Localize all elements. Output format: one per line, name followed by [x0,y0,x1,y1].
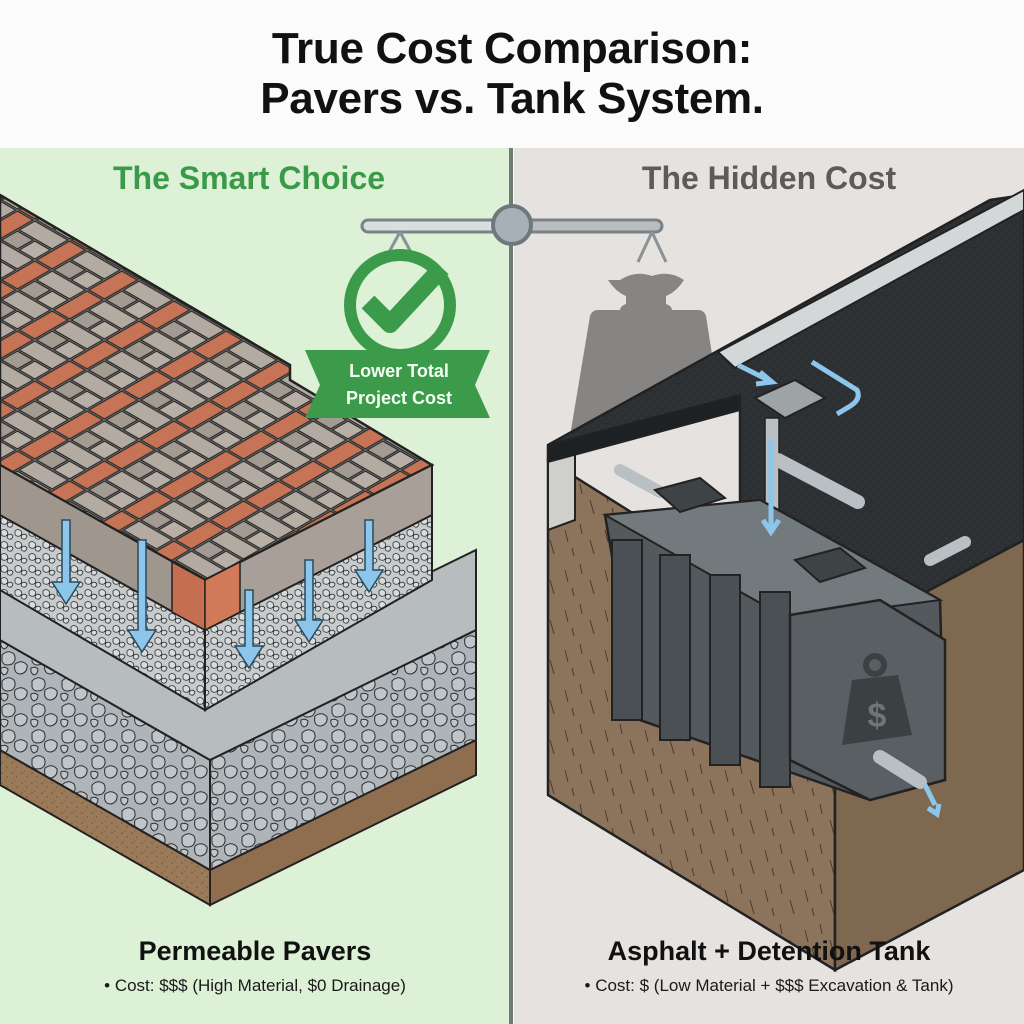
page-title-line-2: Pavers vs. Tank System. [260,74,764,123]
runoff-arrows [736,359,942,819]
panel-divider [509,148,513,1024]
right-panel-heading: The Hidden Cost [641,160,897,196]
left-footer-title: Permeable Pavers [138,936,372,966]
scale-pivot-icon [491,204,533,246]
tank-cross-section: $ [546,188,1024,973]
badge-label: Lower Total Project Cost [318,358,480,412]
storm-drain-grate-icon [752,378,828,420]
paver-cross-section [0,193,477,907]
svg-text:$: $ [868,697,887,735]
water-infiltration-arrows [50,519,385,670]
left-cost-text: Cost: $$$ (High Material, $0 Drainage) [114,976,406,995]
page-title-line-1: True Cost Comparison: [271,24,753,73]
left-footer-bullet: • Cost: $$$ (High Material, $0 Drainage) [104,976,406,995]
checkmark-icon [361,261,449,333]
left-panel-heading: The Smart Choice [112,160,386,196]
header: True Cost Comparison: Pavers vs. Tank Sy… [0,0,1024,148]
badge-label-line-1: Lower Total [349,361,449,381]
right-footer-bullet: • Cost: $ (Low Material + $$$ Excavation… [584,976,954,995]
balance-scale [360,204,668,263]
right-footer-title: Asphalt + Detention Tank [607,936,931,966]
dollar-weight-icon: $ [842,653,912,745]
right-cost-text: Cost: $ (Low Material + $$$ Excavation &… [595,976,954,995]
badge-label-line-2: Project Cost [345,388,453,408]
lower-cost-badge [305,249,490,418]
